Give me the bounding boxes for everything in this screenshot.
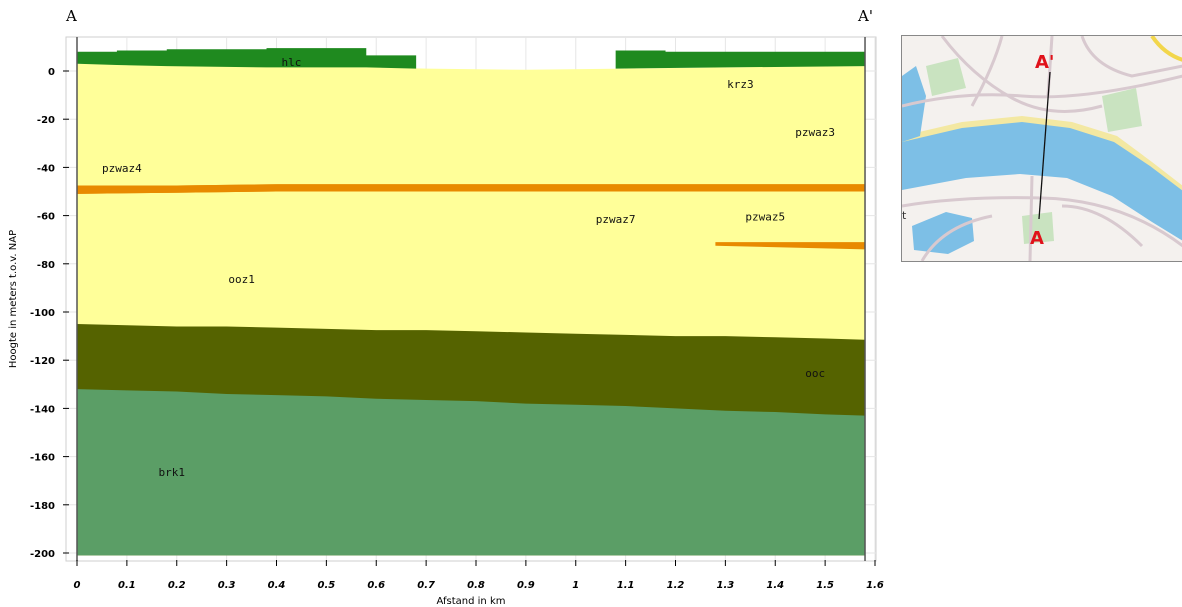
x-tick-label: 0.7 bbox=[417, 580, 435, 591]
x-axis-label: Afstand in km bbox=[437, 596, 506, 607]
y-tick-label: -100 bbox=[30, 308, 55, 319]
map-road bbox=[902, 74, 1182, 108]
y-tick-label: -200 bbox=[30, 549, 55, 560]
layer-label-pzwaz5: pzwaz5 bbox=[745, 210, 785, 223]
x-tick-label: 0.4 bbox=[268, 580, 286, 591]
map-road bbox=[1080, 36, 1182, 78]
section-end-label: A' bbox=[857, 7, 873, 25]
y-tick-label: -180 bbox=[30, 501, 55, 512]
y-axis-label: Hoogte in meters t.o.v. NAP bbox=[8, 230, 19, 368]
x-tick-label: 0 bbox=[74, 580, 81, 591]
layer-label-brk1: brk1 bbox=[159, 466, 186, 479]
layer-label-pzwaz3: pzwaz3 bbox=[795, 126, 835, 139]
layer-labels: brk1 ooc ooz1 pzwaz4 pzwaz7 pzwaz5 pzwaz3 krz3 h… bbox=[102, 56, 835, 479]
map-road bbox=[902, 196, 1182, 248]
y-tick-label: -40 bbox=[37, 163, 55, 174]
map-lake bbox=[912, 212, 974, 254]
x-tick-label: 0.8 bbox=[467, 580, 485, 591]
map-section-line bbox=[1038, 71, 1051, 220]
layer-label-ooc: ooc bbox=[805, 367, 825, 380]
layer-hlc-segment bbox=[615, 50, 866, 69]
layer-pzwaz4-band bbox=[77, 184, 866, 194]
layer-label-pzwaz7: pzwaz7 bbox=[596, 213, 636, 226]
y-tick-label: -60 bbox=[37, 212, 55, 223]
y-axis-ticks: 0 -20 -40 -60 -80 -100 -120 -140 -160 -180 -200 bbox=[30, 67, 69, 560]
x-tick-label: 1.4 bbox=[766, 580, 784, 591]
map-road bbox=[940, 36, 1103, 113]
map-roads bbox=[902, 36, 1182, 261]
x-axis-ticks: 0 0.1 0.2 0.3 0.4 0.5 0.6 0.7 0.8 0.9 1 1.1 1.2 1.3 1.… bbox=[74, 560, 884, 591]
y-tick-label: 0 bbox=[48, 67, 55, 78]
layer-label-krz3: krz3 bbox=[727, 78, 754, 91]
layer-brk1 bbox=[77, 389, 866, 556]
map-highway bbox=[1150, 36, 1182, 62]
x-tick-label: 0.9 bbox=[517, 580, 535, 591]
map-edge-text: t bbox=[902, 209, 907, 222]
section-start-label: A bbox=[65, 7, 77, 25]
location-map: A' A t bbox=[901, 35, 1182, 262]
x-tick-label: 1.5 bbox=[816, 580, 834, 591]
x-tick-label: 1.6 bbox=[866, 580, 884, 591]
x-tick-label: 0.6 bbox=[367, 580, 385, 591]
x-tick-label: 0.2 bbox=[168, 580, 186, 591]
map-river bbox=[902, 122, 1182, 241]
x-tick-label: 1 bbox=[572, 580, 579, 591]
map-road bbox=[1028, 175, 1034, 261]
section-end-lines bbox=[76, 37, 866, 561]
map-road bbox=[920, 214, 993, 261]
x-tick-label: 1.2 bbox=[667, 580, 685, 591]
y-tick-label: -80 bbox=[37, 260, 55, 271]
y-tick-label: -160 bbox=[30, 453, 55, 464]
map-label-a-prime: A' bbox=[1035, 52, 1054, 73]
layer-label-ooz1: ooz1 bbox=[228, 273, 255, 286]
map-label-a: A bbox=[1030, 228, 1044, 249]
y-tick-label: -140 bbox=[30, 404, 55, 415]
x-tick-label: 1.3 bbox=[717, 580, 735, 591]
x-tick-label: 0.3 bbox=[218, 580, 236, 591]
map-road bbox=[970, 36, 1004, 107]
layer-pzwaz5 bbox=[715, 242, 866, 250]
layer-hlc-segment bbox=[77, 48, 417, 69]
map-road bbox=[1061, 204, 1144, 248]
cross-section-chart: brk1 ooc ooz1 pzwaz4 pzwaz7 pzwaz5 pzwaz3 krz3 h… bbox=[8, 7, 884, 607]
x-tick-label: 0.5 bbox=[318, 580, 336, 591]
geology-layers bbox=[77, 48, 866, 556]
y-tick-label: -20 bbox=[37, 115, 55, 126]
map-green-area bbox=[926, 58, 966, 96]
map-green-area bbox=[1102, 88, 1142, 132]
layer-label-hlc: hlc bbox=[282, 56, 302, 69]
x-tick-label: 0.1 bbox=[118, 580, 136, 591]
y-tick-label: -120 bbox=[30, 356, 55, 367]
layer-label-pzwaz4: pzwaz4 bbox=[102, 162, 142, 175]
x-tick-label: 1.1 bbox=[617, 580, 635, 591]
